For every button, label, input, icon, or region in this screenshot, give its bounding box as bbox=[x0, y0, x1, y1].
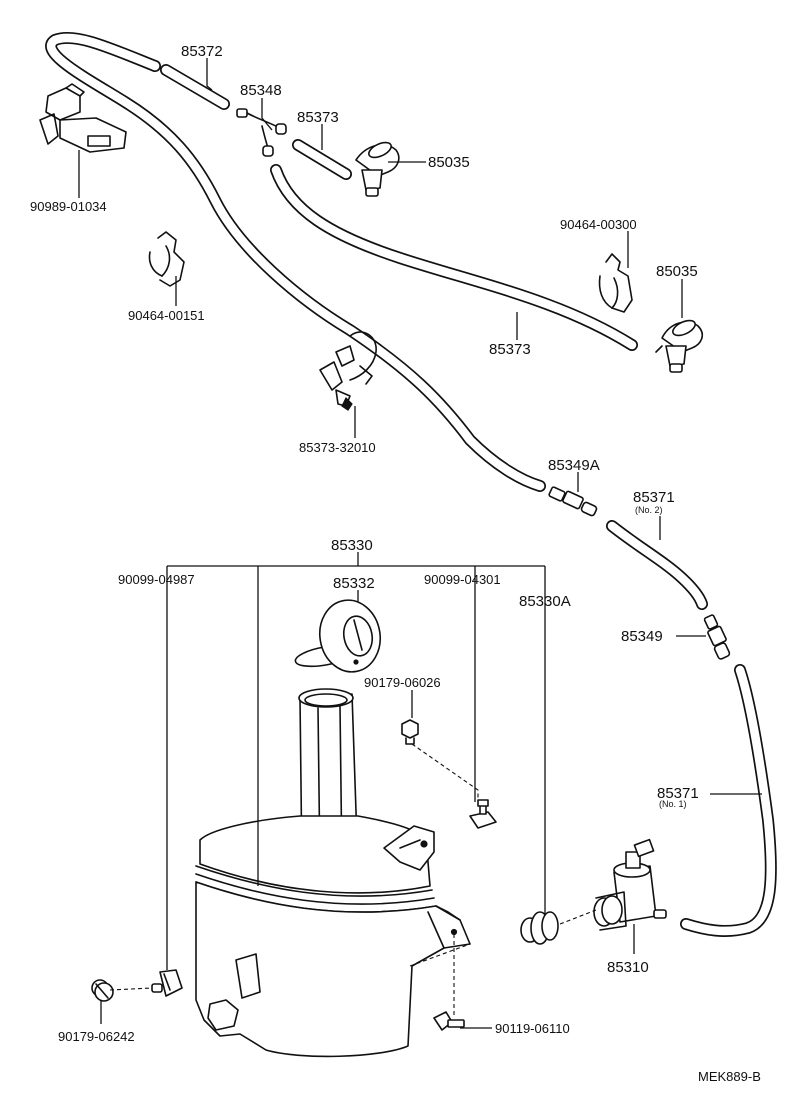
label-85332: 85332 bbox=[333, 575, 375, 592]
pump-85310 bbox=[593, 838, 667, 931]
label-90179-06242: 90179-06242 bbox=[58, 1029, 135, 1044]
label-85371-no1-sub: (No. 1) bbox=[659, 799, 687, 809]
joint-85349 bbox=[703, 614, 731, 660]
part-labels: 85372 85348 85373 85035 90989-01034 9046… bbox=[30, 43, 761, 1084]
connector-85348 bbox=[236, 108, 287, 157]
label-85371-no2-sub: (No. 2) bbox=[635, 505, 663, 515]
label-85330: 85330 bbox=[331, 537, 373, 554]
joint-85349A bbox=[548, 486, 598, 517]
cap-85332 bbox=[294, 599, 381, 673]
clamp-85373-32010 bbox=[319, 331, 377, 411]
nut-90179-06026 bbox=[401, 719, 419, 745]
label-85371-no2: 85371 bbox=[633, 489, 675, 506]
clip-90464-00151 bbox=[148, 231, 185, 287]
label-85310: 85310 bbox=[607, 959, 649, 976]
label-85373-32010: 85373-32010 bbox=[299, 440, 376, 455]
hose-85372 bbox=[160, 64, 230, 110]
bolt-90119-06110 bbox=[433, 1011, 465, 1031]
grommet-85330A bbox=[520, 911, 559, 945]
leader-lines bbox=[78, 58, 762, 1029]
label-90099-04301: 90099-04301 bbox=[424, 572, 501, 587]
hose-85371-no1 bbox=[680, 664, 777, 937]
nut-90179-06242 bbox=[91, 979, 114, 1002]
nozzle-85035-right bbox=[655, 319, 704, 373]
washer-tank bbox=[195, 688, 471, 1058]
clip-90099-04987 bbox=[151, 969, 183, 997]
label-85035-right: 85035 bbox=[656, 263, 698, 280]
nozzle-85035-top bbox=[355, 141, 400, 197]
diagram-code: MEK889-B bbox=[698, 1069, 761, 1084]
label-85372: 85372 bbox=[181, 43, 223, 60]
label-90464-00300: 90464-00300 bbox=[560, 217, 637, 232]
label-85371-no1: 85371 bbox=[657, 785, 699, 802]
hose-85373-short bbox=[292, 139, 352, 180]
label-90119-06110: 90119-06110 bbox=[495, 1021, 570, 1036]
label-90179-06026: 90179-06026 bbox=[364, 675, 441, 690]
label-85348: 85348 bbox=[240, 82, 282, 99]
bracket-stud bbox=[469, 799, 497, 829]
label-90464-00151: 90464-00151 bbox=[128, 308, 205, 323]
label-85373-mid: 85373 bbox=[489, 341, 531, 358]
label-85373-top: 85373 bbox=[297, 109, 339, 126]
hose-85373-long bbox=[270, 164, 638, 351]
hose-85371-no2 bbox=[606, 520, 708, 610]
label-90989-01034: 90989-01034 bbox=[30, 199, 107, 214]
label-85035-top: 85035 bbox=[428, 154, 470, 171]
clip-90989-01034 bbox=[39, 83, 127, 153]
hose-main-long bbox=[45, 31, 546, 492]
clip-90464-00300 bbox=[598, 253, 633, 313]
label-85330A: 85330A bbox=[519, 593, 571, 610]
label-85349A: 85349A bbox=[548, 457, 600, 474]
label-85349: 85349 bbox=[621, 628, 663, 645]
label-90099-04987: 90099-04987 bbox=[118, 572, 195, 587]
